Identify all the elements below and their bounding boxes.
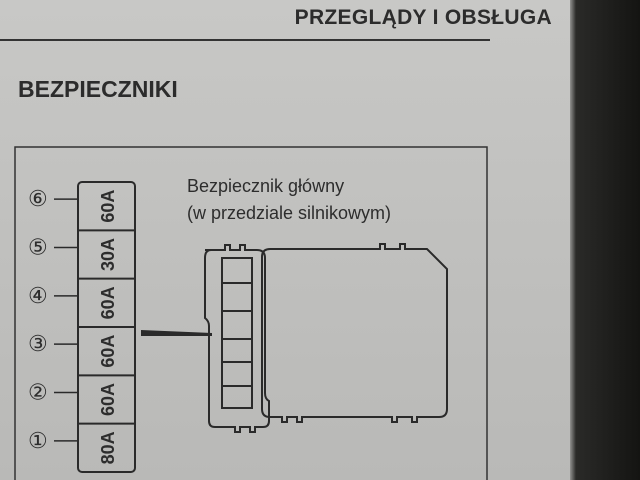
fuse-number: ② [28, 380, 48, 405]
manual-page [0, 0, 570, 480]
diagram-frame [14, 146, 488, 480]
fuse-number: ③ [28, 331, 48, 356]
fuse-rating: 60A [98, 286, 118, 319]
fuse-rating: 60A [98, 335, 118, 368]
fuse-number: ① [28, 428, 48, 453]
fuse-number: ⑤ [28, 235, 48, 260]
pointer-arrow [141, 330, 212, 336]
page-heading: BEZPIECZNIKI [18, 76, 178, 102]
fuse-rating: 60A [98, 383, 118, 416]
fuse-number: ⑥ [28, 186, 48, 211]
section-header: PRZEGLĄDY I OBSŁUGA [294, 6, 552, 29]
fuse-number: ④ [28, 283, 48, 308]
fuse-box-cover [261, 243, 448, 423]
caption-line-1: Bezpiecznik główny [187, 176, 344, 196]
fuse-rating: 60A [98, 190, 118, 223]
fuse-rating: 80A [98, 431, 118, 464]
caption-line-2: (w przedziale silnikowym) [187, 203, 391, 223]
fuse-rating: 30A [98, 238, 118, 271]
fuse-box-housing [204, 244, 270, 433]
header-divider [0, 39, 490, 41]
